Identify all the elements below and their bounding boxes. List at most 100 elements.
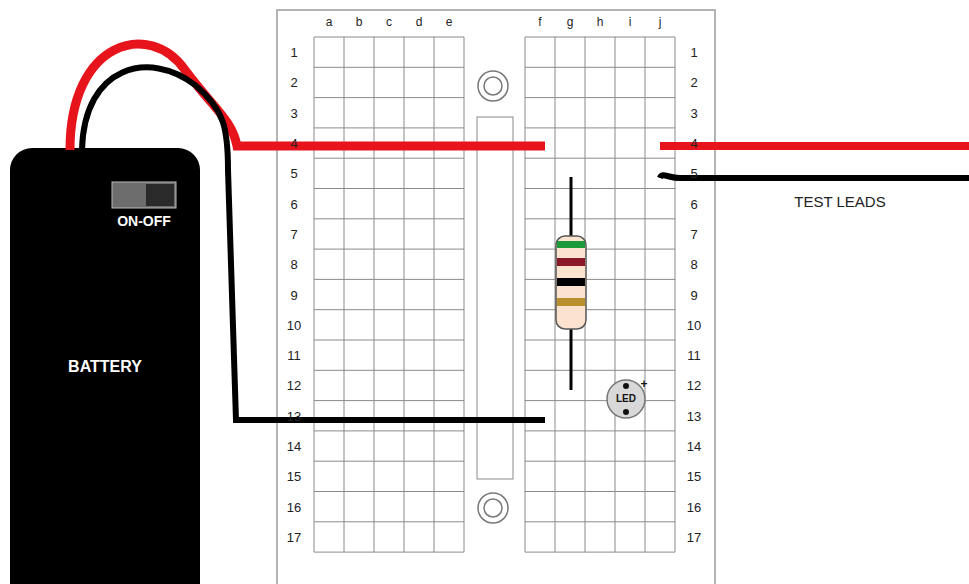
row-number: 4 (690, 137, 697, 150)
mounting-hole (484, 499, 502, 517)
grid-line (525, 37, 675, 38)
row-number: 1 (290, 46, 297, 59)
row-number: 15 (687, 470, 701, 483)
column-letter: c (386, 16, 392, 28)
row-number: 7 (690, 227, 697, 240)
grid-line (525, 400, 675, 401)
polarity-mark: + (640, 378, 647, 390)
row-number: 17 (687, 530, 701, 543)
grid-line (525, 188, 675, 189)
row-number: 3 (690, 106, 697, 119)
grid-line (344, 37, 345, 552)
grid-line (525, 491, 675, 492)
row-number: 3 (290, 106, 297, 119)
resistor-band (557, 298, 585, 306)
grid-line (314, 158, 464, 159)
switch-label: ON-OFF (117, 214, 171, 228)
battery-box: ON-OFFBATTERY (10, 148, 200, 584)
grid-line (525, 218, 675, 219)
row-number: 10 (687, 318, 701, 331)
grid-line (434, 37, 435, 552)
led-symbol (607, 380, 645, 418)
row-number: 16 (687, 500, 701, 513)
row-number: 11 (287, 349, 301, 362)
grid-line (525, 461, 675, 462)
row-number: 6 (290, 197, 297, 210)
led-label: LED (616, 394, 636, 404)
row-number: 14 (687, 440, 701, 453)
row-number: 1 (690, 46, 697, 59)
mounting-hole (478, 493, 508, 523)
grid-line (525, 67, 675, 68)
mounting-hole (484, 77, 502, 95)
grid-line (525, 127, 675, 128)
row-number: 16 (287, 500, 301, 513)
grid-line (314, 37, 464, 38)
black-battery-wire (82, 67, 545, 420)
column-letter: b (356, 16, 363, 28)
grid-line (314, 67, 464, 68)
row-number: 9 (290, 288, 297, 301)
grid-line (525, 158, 675, 159)
row-number: 11 (687, 349, 701, 362)
row-number: 13 (687, 409, 701, 422)
grid-line (314, 127, 464, 128)
grid-line (525, 309, 675, 310)
row-number: 8 (690, 258, 697, 271)
grid-line (525, 370, 675, 371)
grid-line (314, 279, 464, 280)
column-letter: h (597, 16, 604, 28)
grid-line (314, 37, 315, 552)
grid-line (525, 37, 526, 552)
grid-line (525, 97, 675, 98)
grid-line (374, 37, 375, 552)
row-number: 12 (287, 379, 301, 392)
row-number: 8 (290, 258, 297, 271)
grid-line (314, 521, 464, 522)
grid-line (314, 97, 464, 98)
row-number: 2 (290, 76, 297, 89)
column-letter: e (446, 16, 453, 28)
row-number: 13 (287, 409, 301, 422)
row-number: 7 (290, 227, 297, 240)
grid-line (525, 340, 675, 341)
row-number: 12 (687, 379, 701, 392)
grid-line (645, 37, 646, 552)
grid-line (615, 37, 616, 552)
grid-line (525, 430, 675, 431)
grid-line (314, 552, 464, 553)
row-number: 6 (690, 197, 697, 210)
black-test-lead (660, 175, 969, 178)
breadboard (277, 10, 715, 584)
row-number: 5 (690, 167, 697, 180)
grid-line (314, 400, 464, 401)
test-leads-label: TEST LEADS (794, 194, 885, 209)
resistor-symbol (556, 236, 586, 329)
column-letter: f (538, 16, 541, 28)
red-battery-wire (70, 44, 545, 150)
grid-line (525, 279, 675, 280)
row-number: 5 (290, 167, 297, 180)
grid-line (464, 37, 465, 552)
row-number: 4 (290, 137, 297, 150)
led-pin (623, 383, 629, 389)
grid-line (404, 37, 405, 552)
column-letter: a (326, 16, 333, 28)
grid-line (314, 188, 464, 189)
grid-line (314, 249, 464, 250)
row-number: 14 (287, 440, 301, 453)
mounting-hole (478, 71, 508, 101)
battery-pack (10, 148, 200, 584)
column-letter: j (659, 16, 662, 28)
row-number: 9 (690, 288, 697, 301)
grid-line (314, 340, 464, 341)
switch-body (112, 182, 176, 208)
column-letter: d (416, 16, 423, 28)
grid-line (525, 552, 675, 553)
grid-line (314, 461, 464, 462)
column-letter: g (567, 16, 574, 28)
center-channel (477, 117, 513, 479)
resistor-band (557, 258, 585, 266)
row-number: 10 (287, 318, 301, 331)
